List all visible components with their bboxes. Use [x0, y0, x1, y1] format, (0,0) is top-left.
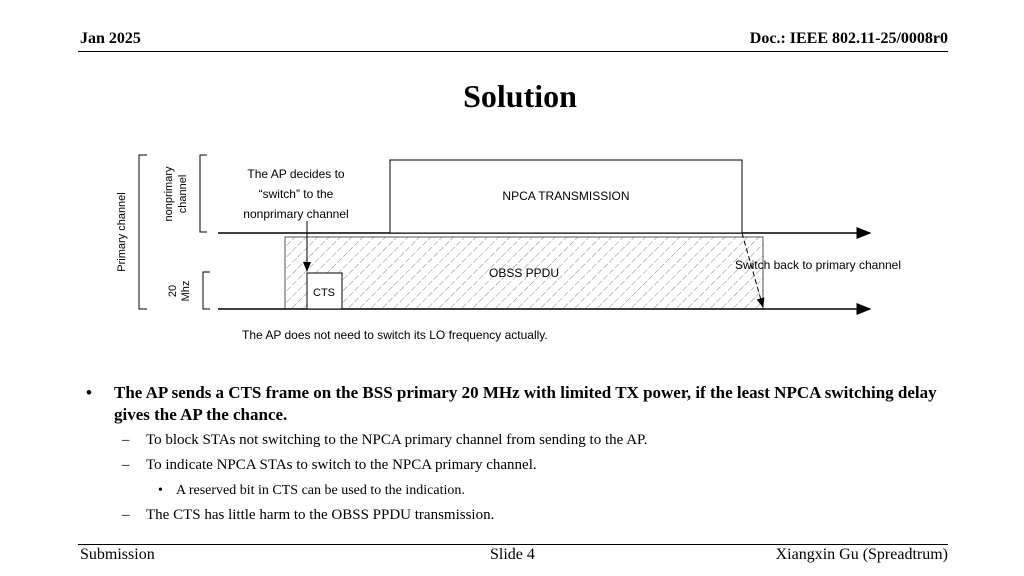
obss-ppdu-label: OBSS PPDU: [489, 266, 559, 280]
bullet-sub-2: – To indicate NPCA STAs to switch to the…: [86, 453, 946, 478]
primary-channel-bracket: [138, 154, 147, 310]
decision-note-line1: The AP decides to: [247, 167, 345, 181]
header-rule: [78, 51, 948, 52]
footer-submission: Submission: [80, 546, 155, 563]
decision-note-line2: “switch” to the: [259, 187, 334, 201]
npca-transmission-box: [389, 159, 743, 234]
mhz-label-line1: 20: [167, 285, 179, 297]
slide-title: Solution: [463, 78, 577, 114]
bullet-main-text: The AP sends a CTS frame on the BSS prim…: [114, 383, 937, 424]
bullet-main: • The AP sends a CTS frame on the BSS pr…: [86, 382, 946, 426]
cts-box: [306, 272, 343, 310]
footer-rule: [78, 544, 948, 545]
nonprimary-label-line2: channel: [177, 175, 189, 214]
bullet-dot: •: [86, 383, 92, 402]
mhz-bracket: [202, 271, 210, 310]
mhz-label-line2: Mhz: [180, 281, 192, 302]
bullet-dot: •: [158, 483, 163, 498]
footer-slide-number: Slide 4: [490, 546, 535, 563]
cts-label: CTS: [313, 287, 335, 299]
bullet-sub-2-text: To indicate NPCA STAs to switch to the N…: [146, 457, 537, 473]
decision-note-line3: nonprimary channel: [243, 207, 348, 221]
bullet-dash: –: [122, 507, 130, 523]
nonprimary-bracket: [199, 154, 207, 233]
bullet-list: • The AP sends a CTS frame on the BSS pr…: [86, 382, 946, 528]
switch-back-label: Switch back to primary channel: [735, 258, 901, 272]
bullet-sub-1-text: To block STAs not switching to the NPCA …: [146, 432, 648, 448]
bullet-sub-2-1: • A reserved bit in CTS can be used to t…: [86, 478, 946, 503]
header-doc-id: Doc.: IEEE 802.11-25/0008r0: [749, 30, 948, 47]
npca-transmission-label: NPCA TRANSMISSION: [502, 189, 629, 203]
obss-ppdu-region: [284, 236, 764, 310]
primary-channel-label: Primary channel: [116, 192, 128, 271]
bullet-dash: –: [122, 457, 130, 473]
footer-author: Xiangxin Gu (Spreadtrum): [775, 546, 948, 563]
bullet-sub-3: – The CTS has little harm to the OBSS PP…: [86, 503, 946, 528]
bullet-sub-2-1-text: A reserved bit in CTS can be used to the…: [176, 483, 465, 498]
header-date: Jan 2025: [80, 30, 141, 47]
bullet-sub-3-text: The CTS has little harm to the OBSS PPDU…: [146, 507, 495, 523]
switch-back-arrow: [741, 232, 765, 308]
bullet-sub-1: – To block STAs not switching to the NPC…: [86, 428, 946, 453]
bullet-dash: –: [122, 432, 130, 448]
lo-note: The AP does not need to switch its LO fr…: [242, 328, 548, 342]
nonprimary-label-line1: nonprimary: [163, 166, 175, 222]
timing-diagram: OBSS PPDU NPCA TRANSMISSION CTS The AP d…: [116, 154, 901, 342]
